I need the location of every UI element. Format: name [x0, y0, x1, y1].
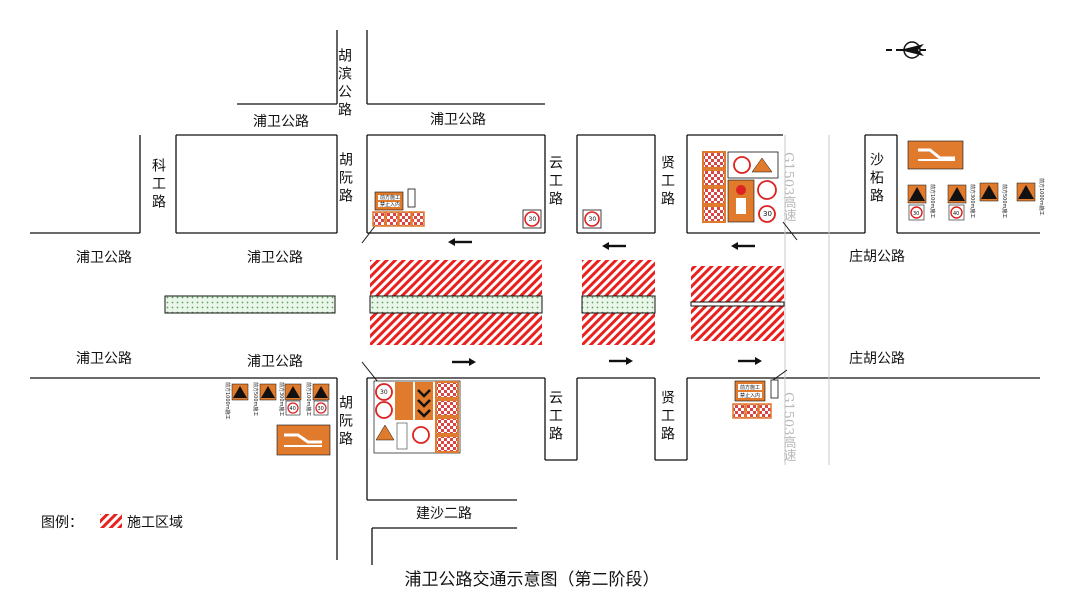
sign-group-xiangong-top: 30 — [702, 151, 779, 223]
svg-text:30: 30 — [913, 211, 919, 217]
arrow-icon — [738, 357, 762, 365]
road-label-kegong: 科工路 — [150, 158, 166, 212]
road-label-xiangong: 贤工路 — [659, 390, 675, 444]
svg-text:前方施工: 前方施工 — [380, 194, 400, 201]
svg-text:40: 40 — [953, 211, 959, 217]
distance-labels-left: 前方1000m施工 前方500m施工 前方300m施工 前方100m施工 — [224, 382, 312, 420]
legend-label: 施工区域 — [127, 515, 183, 531]
svg-text:30: 30 — [529, 216, 537, 223]
road-edges — [30, 30, 1040, 565]
road-label-g1503: G1503高速 — [781, 392, 797, 462]
svg-text:前方500m施工: 前方500m施工 — [1001, 184, 1008, 218]
svg-text:前方1000m施工: 前方1000m施工 — [1038, 178, 1045, 216]
sign-group-xiangong-bottom: 前方施工 禁止入内 — [732, 379, 779, 419]
road-label-puwei: 浦卫公路 — [253, 114, 309, 130]
road-label-zhuanghu: 庄胡公路 — [849, 350, 905, 367]
road-label-hubin: 胡滨公路 — [336, 48, 352, 120]
legend-swatch — [100, 514, 122, 528]
road-label-puwei: 浦卫公路 — [430, 112, 486, 128]
svg-text:禁止入内: 禁止入内 — [740, 392, 760, 399]
medians — [164, 295, 785, 314]
median-left — [164, 295, 336, 314]
svg-text:前方施工: 前方施工 — [740, 384, 760, 391]
road-label-zhuanghu: 庄胡公路 — [849, 248, 905, 265]
svg-text:禁止入内: 禁止入内 — [380, 201, 400, 208]
road-label-huruan: 胡阮路 — [337, 395, 353, 449]
svg-text:30: 30 — [589, 216, 597, 223]
arrow-icon — [602, 242, 626, 250]
svg-text:30: 30 — [380, 389, 388, 396]
arrow-icon — [452, 358, 476, 366]
sign-group-right-top — [907, 140, 964, 170]
warning-signs-left: 40 30 — [231, 383, 330, 416]
arrow-icon — [448, 238, 472, 246]
road-label-puwei: 浦卫公路 — [76, 351, 132, 367]
distance-labels-right: 前方100m施工 前方300m施工 前方500m施工 前方1000m施工 — [929, 178, 1045, 218]
legend: 图例： 施工区域 — [41, 514, 183, 531]
arrow-icon — [609, 357, 633, 365]
lane-merge-sign — [276, 424, 331, 456]
road-label-yungong: 云工路 — [547, 390, 563, 444]
svg-text:前方100m施工: 前方100m施工 — [305, 382, 312, 416]
page-title: 浦卫公路交通示意图（第二阶段） — [405, 570, 660, 590]
road-label-puwei: 浦卫公路 — [76, 250, 132, 266]
road-label-jiansha: 建沙二路 — [416, 506, 472, 522]
svg-text:30: 30 — [763, 210, 772, 218]
g1503-lines — [784, 135, 830, 465]
warning-signs-right: 30 40 — [907, 182, 1036, 221]
svg-text:前方1000m施工: 前方1000m施工 — [224, 382, 231, 420]
road-label-puwei: 浦卫公路 — [247, 250, 303, 266]
road-label-xiangong: 贤工路 — [659, 155, 675, 209]
road-label-huruan: 胡阮路 — [337, 152, 353, 206]
arrow-icon — [731, 242, 755, 250]
svg-text:前方300m施工: 前方300m施工 — [278, 382, 285, 416]
pointer-lines — [361, 221, 798, 383]
svg-text:40: 40 — [290, 406, 296, 412]
speed-limit-sign: 30 — [522, 209, 542, 229]
svg-text:30: 30 — [318, 406, 324, 412]
road-label-g1503: G1503高速 — [781, 152, 797, 222]
road-labels: 胡滨公路 浦卫公路 浦卫公路 科工路 胡阮路 云工路 贤工路 G1503高速 沙… — [76, 48, 905, 522]
sign-group-huruan-bottom: 30 — [373, 380, 461, 454]
median-zone-1 — [369, 295, 543, 314]
traffic-arrows — [448, 238, 762, 366]
svg-text:前方300m施工: 前方300m施工 — [969, 184, 976, 218]
sign-group-huruan-top: 前方施工 禁止入内 — [372, 188, 425, 227]
north-arrow-icon — [886, 41, 926, 59]
legend-prefix: 图例： — [41, 515, 83, 531]
road-label-yungong: 云工路 — [547, 155, 563, 209]
median-zone-3 — [690, 301, 785, 307]
speed-limit-sign: 30 — [582, 209, 602, 229]
svg-text:前方100m施工: 前方100m施工 — [929, 184, 936, 218]
svg-text:前方500m施工: 前方500m施工 — [252, 382, 259, 416]
road-label-puwei: 浦卫公路 — [247, 354, 303, 370]
road-label-shazhe: 沙柘路 — [868, 152, 884, 206]
median-zone-2 — [581, 295, 656, 314]
